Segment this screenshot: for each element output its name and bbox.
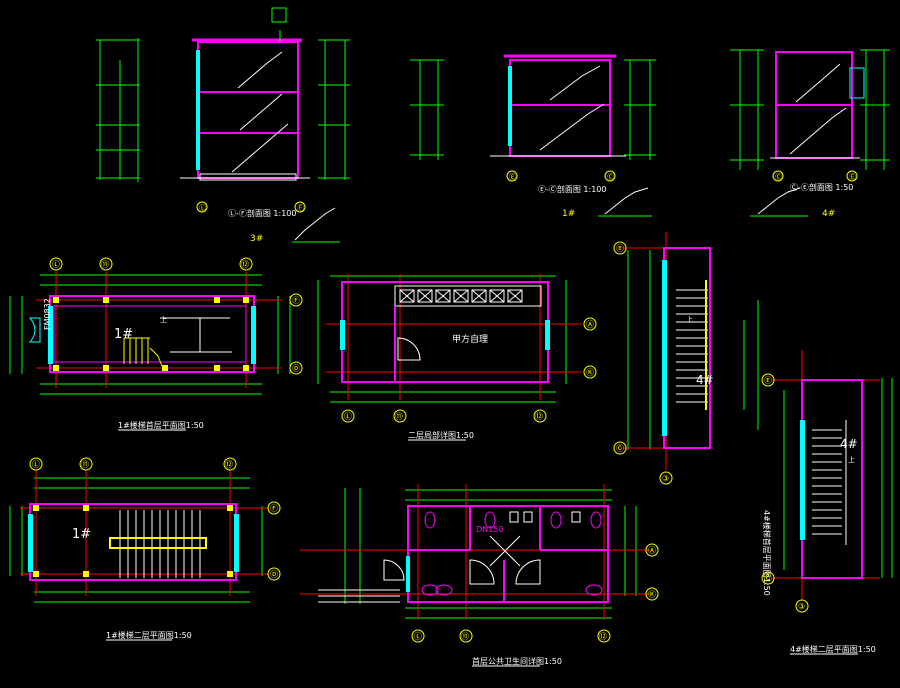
section-elevation-2: Ⓔ Ⓒ Ⓔ-Ⓒ剖面图 1:100 1#: [410, 54, 656, 219]
section-title-e-c: Ⓔ-Ⓒ剖面图 1:100: [538, 184, 606, 194]
axis-bubble-c-2: Ⓒ: [775, 173, 782, 181]
axis-bubble-e-2: Ⓔ: [849, 173, 856, 181]
axis-bubble-d-2: Ⓓ: [270, 570, 278, 579]
axis-bubble-l: Ⓛ: [199, 204, 206, 212]
axis-bubble-k: Ⓚ: [586, 368, 594, 377]
axis-bubble-3-2: ③: [798, 602, 805, 611]
axis-bubble-e-3: Ⓔ: [616, 244, 624, 253]
section-tag-1: 1#: [562, 209, 575, 219]
axis-bubble-l-6: Ⓛ: [414, 632, 422, 641]
plan-stair-1-ground: Ⓛ ⑪ ⑫ Ⓕ Ⓓ 1# 上 FM0832 1#楼梯首层平面图1:50: [9, 257, 303, 431]
section-tag-3: 3#: [250, 234, 263, 244]
plan-title-stair-1-ground: 1#楼梯首层平面图1:50: [118, 420, 204, 430]
axis-bubble-k-2: Ⓚ: [648, 590, 656, 599]
up-arrow-label: 上: [160, 315, 167, 324]
plan-title-second-floor-detail: 二层局部详图1:50: [408, 430, 474, 440]
door-tag: FM0832: [43, 298, 52, 330]
stair-number-4: 4#: [696, 373, 714, 387]
axis-bubble-e: Ⓔ: [509, 173, 516, 181]
plan-stair-4-ground: Ⓔ Ⓒ ③ 4# 上 4#楼梯首层平面图1:50: [613, 232, 772, 596]
plan-title-public-toilet: 首层公共卫生间详图1:50: [472, 656, 562, 666]
axis-bubble-11: ⑪: [101, 260, 109, 269]
stair-number-4-2: 4#: [840, 437, 858, 451]
axis-bubble-c-4: Ⓒ: [764, 574, 772, 583]
axis-bubble-l-4: Ⓛ: [344, 412, 352, 421]
axis-bubble-l-3: Ⓛ: [52, 260, 60, 269]
axis-bubble-12-3: ⑫: [225, 460, 233, 469]
axis-bubble-f-3: Ⓕ: [292, 296, 300, 305]
axis-bubble-c: Ⓒ: [607, 173, 614, 181]
axis-bubble-a-2: Ⓐ: [648, 546, 656, 555]
plan-title-stair-1-second: 1#楼梯二层平面图1:50: [106, 630, 192, 640]
axis-bubble-e-4: Ⓔ: [764, 376, 772, 385]
plan-title-stair-4-ground: 4#楼梯首层平面图1:50: [762, 510, 772, 596]
plan-stair-1-second: Ⓛ ⑪ ⑫ Ⓕ Ⓓ 1# 1#楼梯二层平面图1:50: [9, 457, 281, 641]
stair-number-1-2: 1#: [72, 527, 91, 542]
axis-bubble-3: ③: [662, 474, 669, 483]
section-title-l-f: Ⓛ-Ⓕ剖面图 1:100: [228, 208, 296, 218]
axis-bubble-12: ⑫: [241, 260, 249, 269]
axis-bubble-f: Ⓕ: [297, 204, 304, 212]
axis-bubble-d: Ⓓ: [292, 364, 300, 373]
axis-bubble-c-3: Ⓒ: [616, 444, 624, 453]
axis-bubble-12-4: ⑫: [599, 632, 607, 641]
up-arrow-label-2: 上: [686, 315, 693, 324]
axis-bubble-12-2: ⑫: [535, 412, 543, 421]
plan-stair-4-second: Ⓔ Ⓒ ③ 4# 上 4#楼梯二层平面图1:50: [761, 350, 893, 655]
section-elevation-1: Ⓛ Ⓕ Ⓛ-Ⓕ剖面图 1:100 3#: [96, 7, 350, 244]
plan-public-toilet: Ⓛ ⑪ ⑫ Ⓐ Ⓚ DN150 首层公共卫生间详图1:50: [300, 484, 659, 667]
axis-bubble-11-2: ⑪: [395, 412, 403, 421]
room-label-owner-fitout: 甲方自理: [452, 333, 488, 345]
section-title-c-e: Ⓒ-Ⓔ剖面图 1:50: [790, 182, 853, 192]
plan-title-stair-4-second: 4#楼梯二层平面图1:50: [790, 644, 876, 654]
axis-bubble-a: Ⓐ: [586, 320, 594, 329]
stair-number-1: 1#: [114, 327, 133, 342]
plan-second-floor-detail: Ⓛ ⑪ ⑫ Ⓐ Ⓚ 甲方自理 二层局部详图1:50: [317, 274, 597, 441]
section-tag-4: 4#: [822, 209, 835, 219]
axis-bubble-11-3: ⑪: [81, 460, 89, 469]
axis-bubble-l-5: Ⓛ: [32, 460, 40, 469]
section-elevation-3: Ⓒ Ⓔ Ⓒ-Ⓔ剖面图 1:50 4#: [730, 49, 890, 219]
up-arrow-label-3: 上: [848, 455, 855, 464]
axis-bubble-f-4: Ⓕ: [270, 504, 278, 513]
pipe-size-label: DN150: [476, 525, 503, 534]
axis-bubble-11-4: ⑪: [461, 632, 469, 641]
